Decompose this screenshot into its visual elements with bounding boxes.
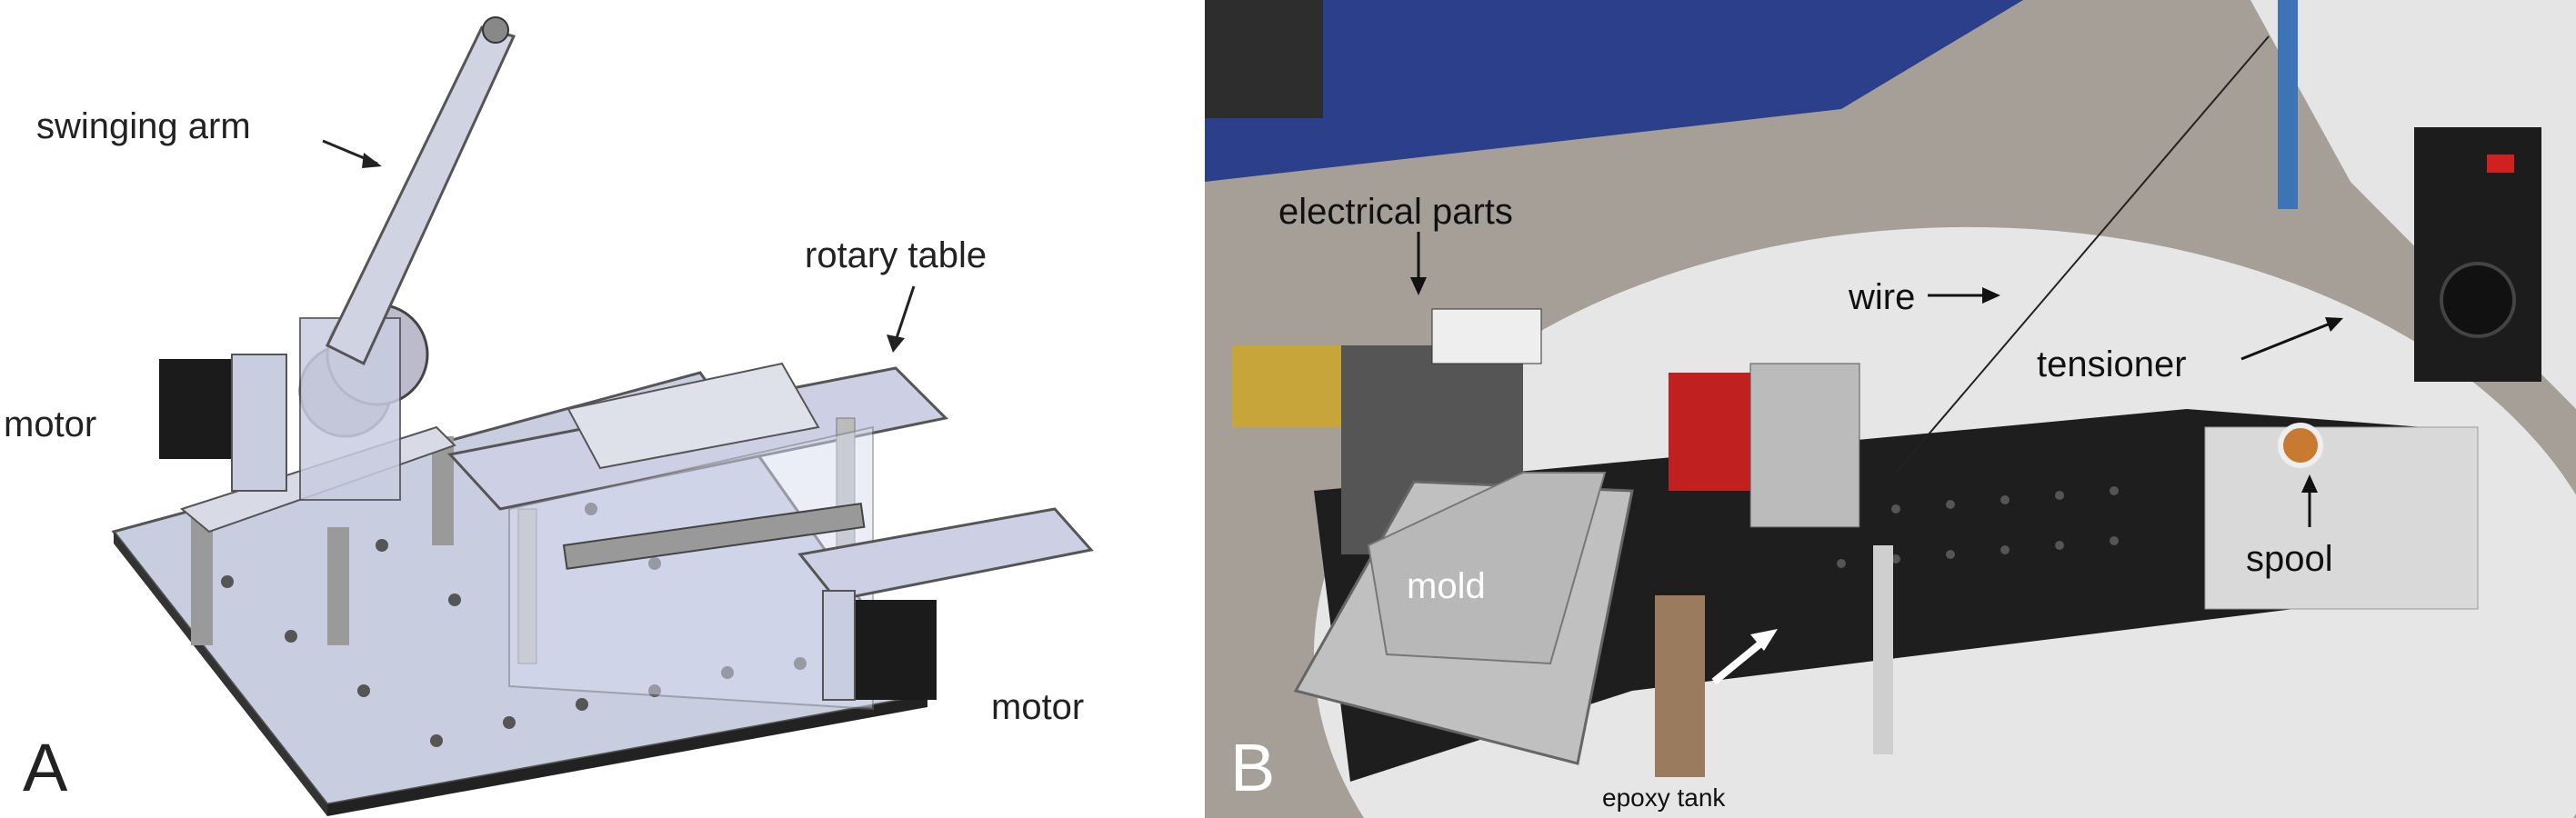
label-swinging-arm: swinging arm xyxy=(36,106,251,146)
label-tensioner: tensioner xyxy=(2037,344,2187,384)
label-motor-right: motor xyxy=(991,687,1085,727)
photo-illustration xyxy=(1205,0,2576,818)
left-motor xyxy=(159,359,232,459)
label-spool: spool xyxy=(2246,539,2333,579)
white-arrow xyxy=(1711,637,1767,685)
swinging-arm xyxy=(326,25,516,366)
label-rotary-table: rotary table xyxy=(805,235,987,275)
label-mold: mold xyxy=(1407,566,1486,606)
label-epoxy-tank: epoxy tank xyxy=(1602,783,1726,812)
panel-b-photo: electrical parts wire tensioner mold spo… xyxy=(1205,0,2576,818)
label-wire: wire xyxy=(1849,277,1916,317)
panel-letter-a: A xyxy=(23,730,68,805)
label-motor-left: motor xyxy=(4,404,97,444)
wire xyxy=(1895,35,2270,474)
panel-a-cad-rendering: swinging arm rotary table motor motor A xyxy=(0,0,1200,818)
arrow-rotary-table xyxy=(894,285,916,342)
label-electrical-parts: electrical parts xyxy=(1278,192,1513,232)
epoxy-tank xyxy=(1655,595,1705,777)
cad-drawing xyxy=(111,16,1094,816)
panel-letter-b: B xyxy=(1230,730,1276,805)
right-motor xyxy=(850,600,937,700)
